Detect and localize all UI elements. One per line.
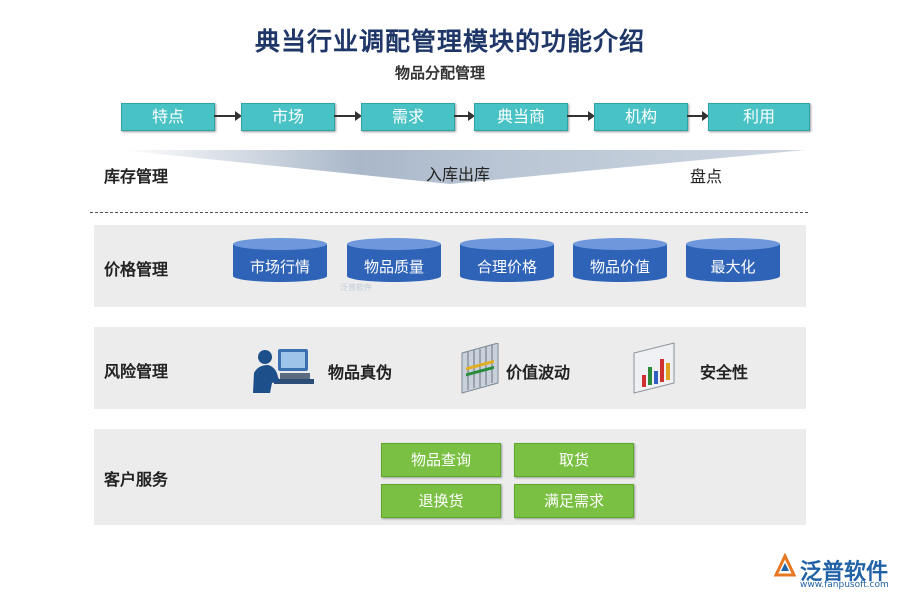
service-button: 满足需求 xyxy=(514,484,634,518)
page-title: 典当行业调配管理模块的功能介绍 xyxy=(254,27,645,56)
flow-step-6: 利用 xyxy=(708,103,810,131)
computer-user-icon xyxy=(253,349,314,393)
abacus-icon xyxy=(461,343,499,394)
inventory-management-label: 库存管理 xyxy=(104,167,169,186)
risk-item-label: 物品真伪 xyxy=(328,363,393,382)
brand-url: www.fanpusoft.com xyxy=(800,580,889,590)
flow-step-1: 特点 xyxy=(121,103,215,131)
price-item-cylinder: 市场行情 xyxy=(233,238,327,286)
price-item-label: 物品质量 xyxy=(363,258,424,276)
service-button: 取货 xyxy=(514,443,634,477)
bar-chart-icon xyxy=(633,342,675,394)
price-item-cylinder: 物品价值 xyxy=(573,238,667,286)
flow-step-4: 典当商 xyxy=(474,103,568,131)
price-item-cylinder: 物品质量 xyxy=(347,238,441,286)
service-button: 物品查询 xyxy=(381,443,501,477)
page-subtitle: 物品分配管理 xyxy=(394,64,485,82)
flow-step-5: 机构 xyxy=(594,103,688,131)
price-item-cylinder: 合理价格 xyxy=(460,238,554,286)
flow-arrow xyxy=(214,111,242,121)
section-divider xyxy=(90,212,808,213)
flow-arrow xyxy=(567,111,595,121)
risk-management-panel xyxy=(94,327,806,409)
price-item-label: 物品价值 xyxy=(589,258,650,276)
inventory-stocktake-label: 盘点 xyxy=(690,167,723,186)
inventory-inout-label: 入库出库 xyxy=(426,165,491,184)
risk-item-label: 价值波动 xyxy=(506,363,571,382)
price-item-cylinder: 最大化 xyxy=(686,238,780,286)
inventory-funnel-shape xyxy=(120,150,805,184)
flow-arrow xyxy=(334,111,362,121)
flow-arrow xyxy=(454,111,475,121)
brand-watermark: 泛普软件 xyxy=(340,283,372,292)
brand-name: 泛普软件 xyxy=(800,560,889,585)
price-management-label: 价格管理 xyxy=(104,260,169,279)
flow-step-3: 需求 xyxy=(361,103,455,131)
flow-step-2: 市场 xyxy=(241,103,335,131)
brand-logo-icon xyxy=(773,553,797,577)
risk-management-label: 风险管理 xyxy=(104,362,169,381)
flow-arrow xyxy=(687,111,709,121)
price-item-label: 市场行情 xyxy=(249,258,310,276)
service-button: 退换货 xyxy=(381,484,501,518)
price-item-label: 合理价格 xyxy=(476,258,537,276)
price-item-label: 最大化 xyxy=(710,258,756,276)
risk-item-label: 安全性 xyxy=(700,363,749,382)
customer-service-label: 客户服务 xyxy=(104,470,169,489)
